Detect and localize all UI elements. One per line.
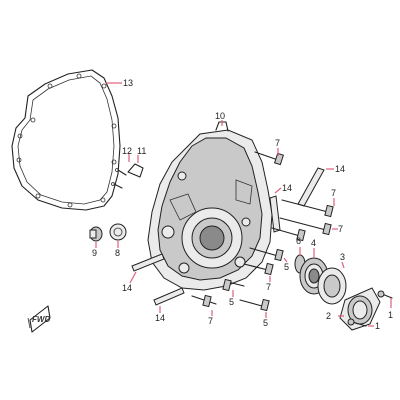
dowel-pin-14-upper-right bbox=[297, 167, 325, 207]
callout-6: 6 bbox=[296, 236, 301, 246]
callout-8: 8 bbox=[115, 248, 120, 258]
retainer-plate-2 bbox=[339, 287, 381, 331]
crankcase-cover-10 bbox=[147, 121, 273, 291]
callout-2: 2 bbox=[326, 311, 331, 321]
callout-5-b: 5 bbox=[229, 297, 234, 307]
callout-13: 13 bbox=[123, 78, 133, 88]
callout-10: 10 bbox=[215, 111, 225, 121]
drain-plug-9 bbox=[89, 226, 103, 242]
callout-12: 12 bbox=[122, 146, 132, 156]
callout-14-mid: 14 bbox=[282, 183, 292, 193]
fwd-direction-badge: FWD bbox=[27, 305, 51, 333]
screw-1-upper bbox=[377, 290, 393, 299]
callout-5-a: 5 bbox=[284, 262, 289, 272]
callout-4: 4 bbox=[311, 238, 316, 248]
bolt-7-right-1 bbox=[281, 199, 334, 218]
callout-7-lower: 7 bbox=[266, 282, 271, 292]
gasket-13 bbox=[11, 69, 121, 211]
washer-8 bbox=[109, 223, 127, 241]
callout-1-lower: 1 bbox=[375, 321, 380, 331]
callout-5-c: 5 bbox=[263, 318, 268, 328]
callout-9: 9 bbox=[92, 248, 97, 258]
bolt-5-a bbox=[249, 247, 284, 262]
clip-parts-11-12 bbox=[111, 163, 144, 189]
callout-3: 3 bbox=[340, 252, 345, 262]
screw-1-lower bbox=[347, 318, 367, 327]
bolt-5-c bbox=[239, 298, 270, 312]
bolt-7-right-2 bbox=[279, 217, 332, 236]
dowel-pin-14-bottom bbox=[153, 287, 185, 306]
bolt-7-top bbox=[254, 151, 285, 166]
callout-1-upper: 1 bbox=[388, 310, 393, 320]
callout-7-right-2: 7 bbox=[338, 224, 343, 234]
callout-7-right-1: 7 bbox=[331, 188, 336, 198]
bolt-7-right-3 bbox=[271, 227, 306, 242]
fwd-label: FWD bbox=[32, 315, 50, 324]
callout-14-left: 14 bbox=[122, 283, 132, 293]
callout-11: 11 bbox=[137, 146, 146, 156]
bolt-5-b bbox=[222, 278, 245, 292]
callout-14-bottom: 14 bbox=[155, 313, 165, 323]
bolt-7-lower bbox=[243, 262, 274, 276]
dowel-pin-14-left bbox=[131, 253, 165, 272]
callout-14-upper-right: 14 bbox=[335, 164, 345, 174]
bearing-cover-3 bbox=[317, 267, 347, 305]
callout-7-top: 7 bbox=[275, 138, 280, 148]
bolt-7-bottom bbox=[191, 294, 217, 308]
callout-7-bottom: 7 bbox=[208, 316, 213, 326]
